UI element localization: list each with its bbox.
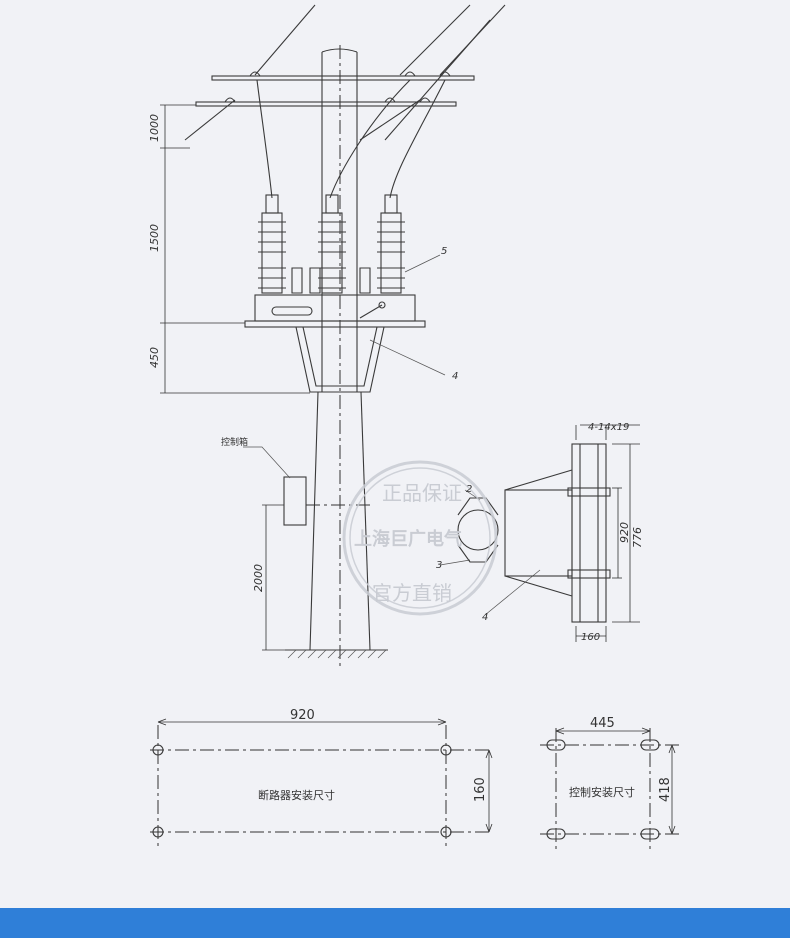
plan-dim-160-label: 160	[581, 632, 600, 643]
dim-450-label: 450	[148, 347, 161, 368]
callout-2: 2	[466, 484, 472, 495]
dim-2000-label: 2000	[252, 564, 265, 592]
control-width-label: 445	[590, 716, 615, 731]
callout-5: 5	[441, 246, 447, 257]
insulator-middle	[318, 194, 346, 294]
insulator-right	[377, 194, 405, 294]
breaker-mount-drawing	[150, 718, 493, 850]
control-height-label: 418	[658, 777, 673, 802]
insulator-left	[258, 194, 286, 294]
cross-arms	[195, 71, 475, 107]
control-mount-caption: 控制安装尺寸	[569, 785, 635, 799]
drop-leads	[256, 79, 446, 199]
pole	[309, 45, 371, 670]
watermark-bottom-text: 官方直销	[372, 581, 452, 605]
dim-1000-label: 1000	[148, 114, 161, 142]
control-mount-drawing	[540, 727, 680, 852]
plan-view	[457, 424, 640, 642]
bottom-color-bar	[0, 908, 790, 938]
left-dimension-chain	[160, 104, 310, 394]
callout-leaders	[369, 254, 541, 616]
callout-4-lower: 4	[482, 612, 488, 623]
dim-1500-label: 1500	[148, 224, 161, 252]
control-box	[243, 446, 370, 651]
ground-hatch	[285, 649, 388, 659]
callout-4-upper: 4	[452, 371, 458, 382]
breaker-assembly	[244, 194, 426, 393]
watermark-middle-text: 上海巨广电气	[354, 528, 462, 550]
overhead-wires	[184, 4, 506, 141]
plan-dim-920-label: 920	[618, 522, 631, 543]
control-box-label: 控制箱	[221, 436, 248, 448]
bolt-spec-label: 4-14x19	[588, 422, 629, 433]
callout-3: 3	[436, 560, 442, 571]
breaker-width-label: 920	[290, 708, 315, 723]
plan-dim-776-label: 776	[631, 527, 644, 548]
watermark-stamp	[342, 460, 498, 616]
breaker-mount-caption: 断路器安装尺寸	[258, 788, 335, 802]
breaker-height-label: 160	[473, 777, 488, 802]
watermark-top-text: 正品保证	[382, 481, 462, 505]
